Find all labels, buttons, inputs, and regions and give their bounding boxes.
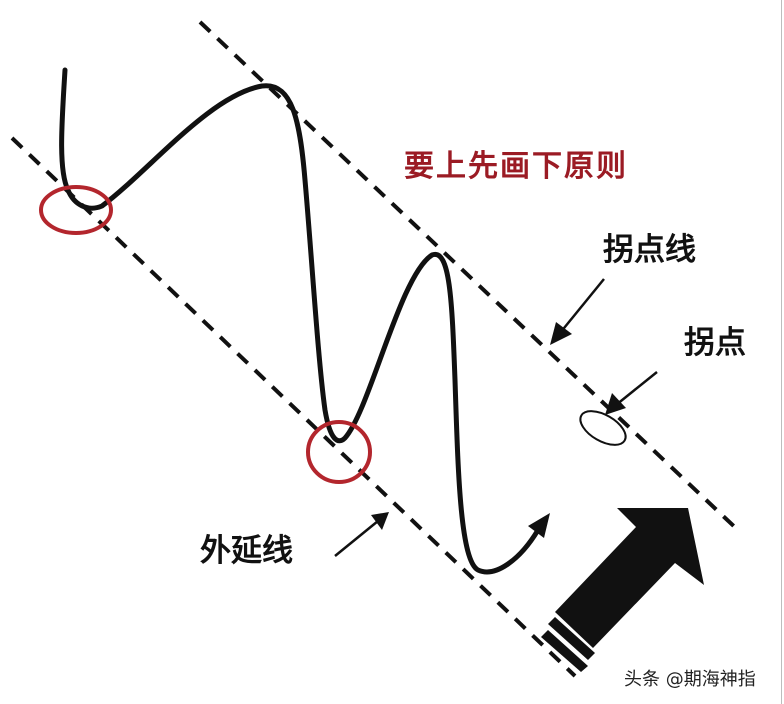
- pivot-point-label: 拐点: [684, 325, 746, 361]
- upper-dashed-line: [198, 20, 742, 534]
- pivot-line-label: 拐点线: [603, 232, 696, 268]
- watermark-text: 头条 @期海神指: [624, 669, 756, 690]
- extension-line-pointer-arrow: [334, 512, 389, 557]
- red-circle-marker-2: [306, 420, 372, 484]
- extension-line-label: 外延线: [200, 533, 293, 569]
- pivot-line-pointer-arrow: [550, 278, 605, 345]
- lower-dashed-line: [10, 136, 577, 678]
- curve-arrowhead: [528, 513, 550, 538]
- pivot-ellipse: [579, 410, 627, 446]
- right-border-line: [781, 0, 782, 704]
- pivot-pointer-arrow: [605, 371, 658, 415]
- red-circle-marker-1: [39, 185, 113, 235]
- price-curve: [59, 67, 541, 575]
- big-up-arrow: [541, 508, 704, 672]
- diagram-title: 要上先画下原则: [404, 149, 628, 184]
